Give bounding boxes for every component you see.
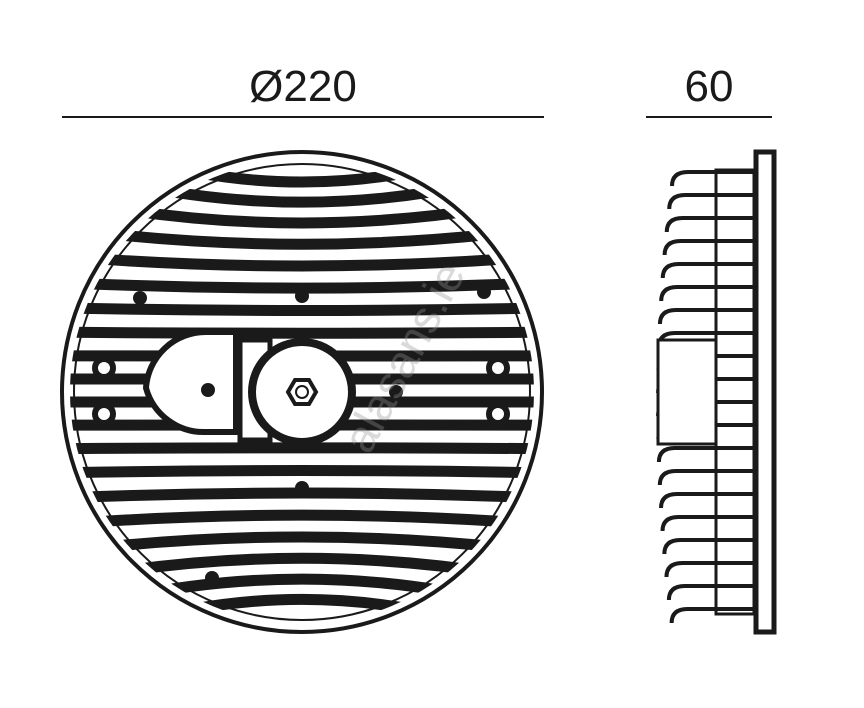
side-fin <box>662 538 756 555</box>
mount-point <box>295 289 309 303</box>
cooling-fin <box>70 465 534 479</box>
cooling-fin <box>70 326 534 339</box>
side-fin <box>660 262 756 279</box>
cooling-fin <box>70 509 534 530</box>
mount-point <box>477 285 491 299</box>
cooling-fin <box>70 302 534 317</box>
outer-rim <box>60 150 544 634</box>
screw-icon <box>486 356 510 380</box>
front-view <box>60 150 544 634</box>
cooling-fin <box>70 531 534 558</box>
side-fin <box>669 607 756 624</box>
diameter-dimension-line <box>62 116 544 118</box>
side-front-plate <box>753 149 777 635</box>
depth-dimension-line <box>646 116 772 118</box>
depth-dimension-label: 60 <box>684 62 734 111</box>
side-view <box>656 149 777 635</box>
side-fin <box>657 469 756 486</box>
side-fin <box>659 492 756 509</box>
side-body <box>714 168 756 616</box>
inner-rim <box>73 163 531 621</box>
connector-housing <box>142 328 239 436</box>
side-gland <box>656 338 718 446</box>
side-fin <box>670 170 756 187</box>
mount-point <box>205 571 219 585</box>
side-fin <box>662 239 756 256</box>
side-fin <box>656 446 756 463</box>
cooling-fin <box>70 442 534 455</box>
hex-nut-icon <box>285 378 319 406</box>
screw-icon <box>92 356 116 380</box>
screw-icon <box>486 402 510 426</box>
cooling-fin <box>70 593 534 624</box>
side-fin <box>667 193 756 210</box>
mount-point <box>389 385 403 399</box>
side-fin <box>659 285 756 302</box>
screw-icon <box>92 402 116 426</box>
diameter-dimension-label: Ø220 <box>249 62 357 111</box>
mount-point <box>201 383 215 397</box>
side-fin <box>657 308 756 325</box>
side-fin <box>660 515 756 532</box>
cooling-fin <box>70 250 534 272</box>
mount-point <box>133 291 147 305</box>
cooling-fin <box>70 277 534 294</box>
side-fin <box>666 584 756 601</box>
cooling-fin <box>70 160 534 188</box>
side-fin <box>664 561 756 578</box>
side-fin <box>664 216 756 233</box>
mount-point <box>295 481 309 495</box>
cooling-fin <box>70 222 534 250</box>
